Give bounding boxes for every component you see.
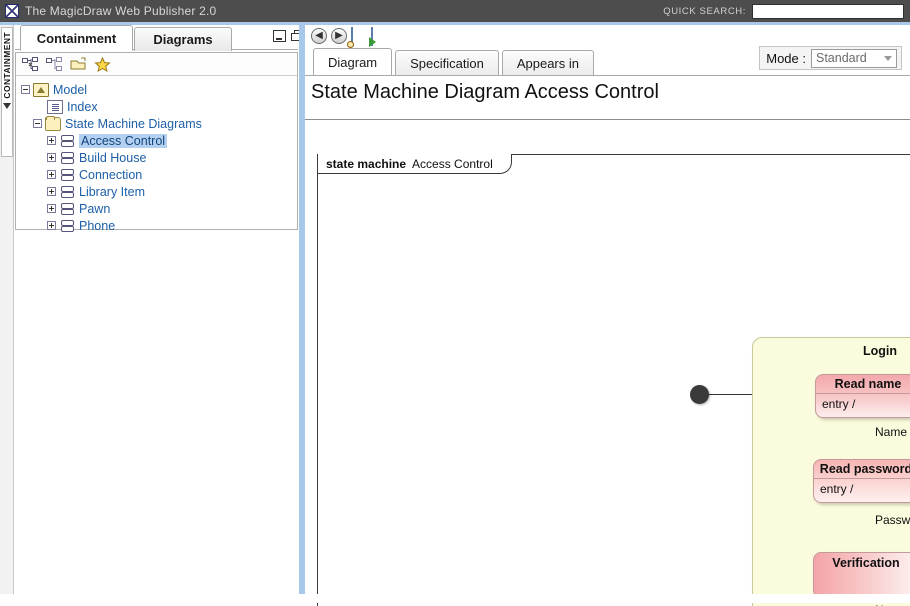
left-panel-tabbar: Containment Diagrams	[15, 25, 303, 51]
tree-item-pawn[interactable]: Pawn	[47, 200, 297, 217]
star-icon[interactable]	[94, 56, 111, 72]
state-machine-icon	[59, 185, 75, 199]
state-name: Read password	[814, 460, 910, 479]
tab-specification[interactable]: Specification	[395, 50, 499, 76]
containment-tree[interactable]: Model Index State Machine Diagrams Acces…	[16, 76, 297, 234]
state-machine-icon	[59, 134, 75, 148]
state-machine-icon	[59, 219, 75, 233]
tree-item-model[interactable]: Model	[21, 81, 297, 98]
tabbar-rule	[305, 75, 910, 76]
sheet-export-icon[interactable]	[369, 27, 387, 47]
state-machine-icon	[59, 168, 75, 182]
tree-item-label: State Machine Diagrams	[65, 116, 202, 131]
right-panel-tabbar: Diagram Specification Appears in	[313, 48, 597, 76]
state-read-password[interactable]: Read password entry /	[813, 459, 910, 503]
collapse-all-icon[interactable]	[22, 56, 39, 72]
tree-item-state-machine-diagrams[interactable]: State Machine Diagrams	[33, 115, 297, 132]
tree-item-library-item[interactable]: Library Item	[47, 183, 297, 200]
magicdraw-logo-icon	[5, 4, 19, 18]
diagram-canvas[interactable]: state machine Access Control Login	[313, 128, 910, 606]
forward-arrow-icon[interactable]: ▶	[331, 28, 347, 44]
chevron-down-icon	[884, 55, 892, 61]
mode-select-value: Standard	[816, 51, 867, 65]
navigation-toolbar: ◀ ▶	[311, 27, 387, 48]
tree-toolbar	[16, 53, 297, 76]
state-body: entry /	[822, 397, 856, 411]
triangle-down-icon[interactable]	[3, 102, 11, 109]
mode-label: Mode :	[766, 50, 806, 66]
tree-item-label: Index	[67, 99, 98, 114]
transition-label-password-read: Password read	[875, 513, 910, 527]
state-name: Verification	[832, 555, 900, 570]
expander-plus-icon[interactable]	[47, 221, 56, 230]
tab-containment[interactable]: Containment	[20, 25, 133, 51]
back-arrow-icon[interactable]: ◀	[311, 28, 327, 44]
tree-item-build-house[interactable]: Build House	[47, 149, 297, 166]
tree-item-label: Build House	[79, 150, 147, 165]
tree-item-access-control[interactable]: Access Control	[47, 132, 297, 149]
quick-search: QUICK SEARCH:	[663, 3, 910, 19]
state-machine-frame-header: state machine Access Control	[317, 154, 512, 174]
state-machine-icon	[59, 151, 75, 165]
expander-plus-icon[interactable]	[47, 187, 56, 196]
tab-diagrams[interactable]: Diagrams	[134, 27, 232, 51]
panel-splitter[interactable]	[299, 25, 305, 603]
left-panel: Containment Diagrams	[15, 25, 303, 603]
frame-name: Access Control	[412, 156, 493, 171]
page-title: State Machine Diagram Access Control	[311, 81, 659, 103]
page-title-rule	[305, 119, 910, 120]
transition-label-name-read: Name read	[875, 425, 910, 439]
quick-search-input[interactable]	[752, 3, 904, 19]
composite-state-label: Login	[862, 344, 897, 358]
quick-search-label: QUICK SEARCH:	[663, 5, 746, 17]
tree-item-label: Library Item	[79, 184, 145, 199]
window-titlebar: The MagicDraw Web Publisher 2.0 QUICK SE…	[0, 0, 910, 22]
tree-item-label: Access Control	[79, 133, 168, 148]
tab-appears-in[interactable]: Appears in	[501, 50, 594, 76]
tree-item-label: Pawn	[79, 201, 111, 216]
expander-minus-icon[interactable]	[21, 85, 30, 94]
expander-plus-icon[interactable]	[47, 136, 56, 145]
expander-plus-icon[interactable]	[47, 153, 56, 162]
tree-item-index[interactable]: Index	[33, 98, 297, 115]
state-name: Read name	[816, 375, 910, 394]
expander-minus-icon[interactable]	[33, 119, 42, 128]
open-folder-icon[interactable]	[70, 57, 87, 72]
model-icon	[33, 82, 49, 97]
expand-all-icon[interactable]	[46, 56, 63, 72]
bottom-strip	[0, 594, 910, 603]
tab-diagram[interactable]: Diagram	[313, 48, 393, 76]
state-read-name[interactable]: Read name entry /	[815, 374, 910, 418]
minimize-icon[interactable]	[273, 30, 286, 42]
frame-keyword: state machine	[326, 156, 407, 171]
sheet-search-icon[interactable]	[347, 27, 367, 48]
tree-item-connection[interactable]: Connection	[47, 166, 297, 183]
state-body	[814, 572, 910, 578]
right-panel: ◀ ▶ Diagram Specification Appears in Mod…	[305, 25, 910, 606]
mode-control: Mode : Standard	[759, 46, 902, 70]
containment-strip-label: CONTAINMENT	[2, 32, 12, 99]
state-body: entry /	[820, 482, 854, 496]
tree-item-label: Connection	[79, 167, 143, 182]
mode-select[interactable]: Standard	[811, 48, 897, 68]
window-title: The MagicDraw Web Publisher 2.0	[25, 4, 217, 18]
tree-item-label: Phone	[79, 218, 116, 233]
state-verification[interactable]: Verification	[813, 552, 910, 598]
containment-strip-inner[interactable]: CONTAINMENT	[1, 27, 13, 157]
tree-item-phone[interactable]: Phone	[47, 217, 297, 234]
titlebar-accent-rule	[0, 22, 910, 25]
containment-tree-box: Model Index State Machine Diagrams Acces…	[15, 52, 298, 233]
tree-item-label: Model	[53, 82, 88, 97]
state-machine-icon	[59, 202, 75, 216]
containment-side-strip[interactable]: CONTAINMENT	[0, 25, 14, 603]
expander-plus-icon[interactable]	[47, 204, 56, 213]
expander-plus-icon[interactable]	[47, 170, 56, 179]
document-icon	[47, 99, 63, 114]
initial-pseudostate[interactable]	[690, 385, 709, 404]
folder-icon	[45, 115, 61, 131]
